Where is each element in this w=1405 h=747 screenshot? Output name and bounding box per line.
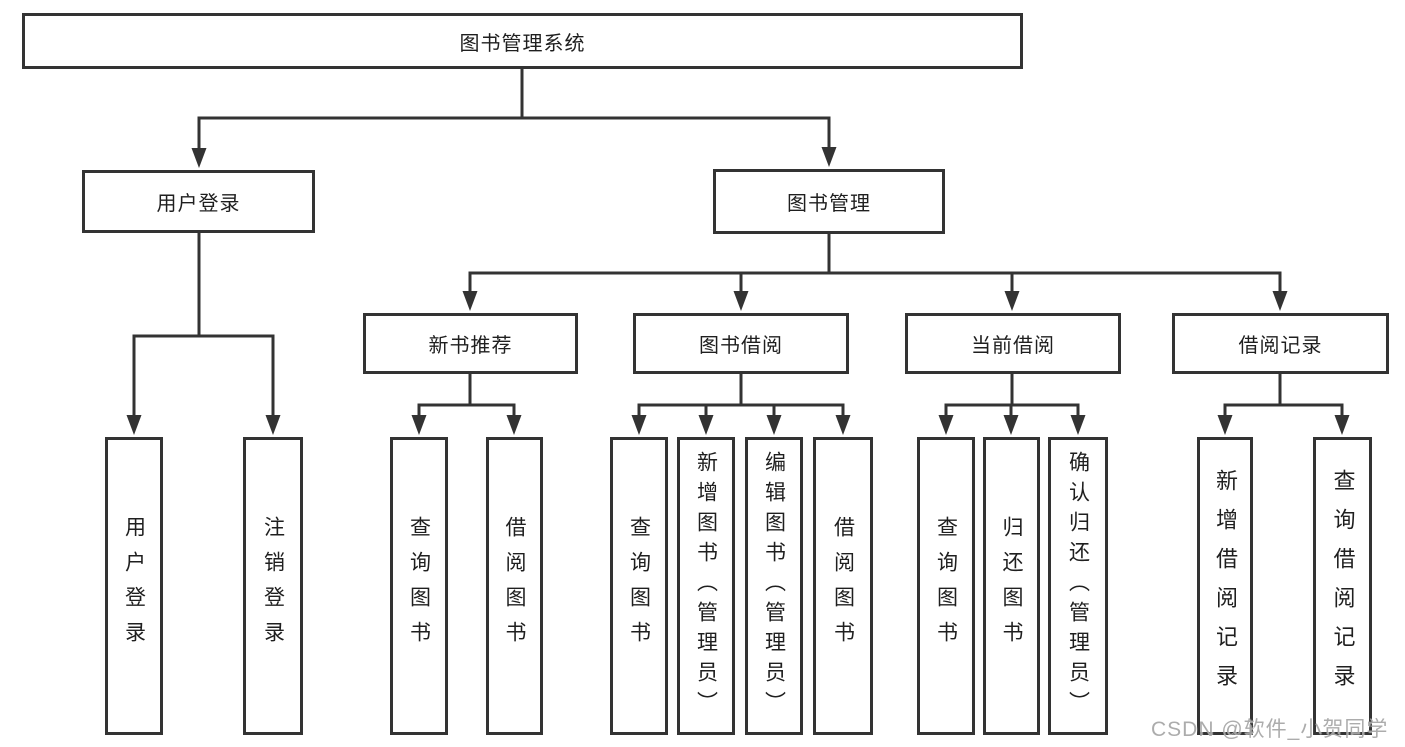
arrowhead [1070,415,1086,435]
node-label: 图书借阅 [699,335,783,357]
arrowhead [1004,291,1020,311]
arrowhead [265,415,281,435]
node-label: 编辑图书（管理员） [762,451,786,721]
arrowhead [631,415,647,435]
leaf-records-add: 新增借阅记录 [1197,437,1253,735]
arrowhead [506,415,522,435]
arrowhead [462,291,478,311]
leaf-newbook-query: 查询图书 [390,437,448,735]
node-borrow-records: 借阅记录 [1172,313,1389,374]
node-label: 图书管理系统 [459,32,586,55]
node-label: 图书管理 [787,193,871,215]
node-label: 归还图书 [1000,516,1023,656]
node-label: 查询借阅记录 [1330,469,1356,703]
arrowhead [1272,291,1288,311]
connector-borrow-records-split [1223,374,1344,418]
arrowhead [938,415,954,435]
node-library-system: 图书管理系统 [22,13,1023,69]
leaf-records-query: 查询借阅记录 [1313,437,1372,735]
connector-new-book-split [417,374,516,418]
node-label: 新增借阅记录 [1213,469,1238,703]
arrowhead [821,147,837,167]
connector-user-login-split [132,233,275,418]
node-user-login-group: 用户登录 [82,170,315,233]
connector-book-borrow-split [637,374,845,418]
node-label: 查询图书 [407,516,431,656]
leaf-borrow-edit-admin: 编辑图书（管理员） [745,437,803,735]
leaf-current-confirm-admin: 确认归还（管理员） [1048,437,1108,735]
leaf-logout: 注销登录 [243,437,303,735]
node-book-borrow: 图书借阅 [633,313,849,374]
leaf-newbook-borrow: 借阅图书 [486,437,543,735]
node-label: 当前借阅 [971,335,1055,357]
node-label: 借阅图书 [831,516,855,656]
arrowhead [766,415,782,435]
leaf-borrow-add-admin: 新增图书（管理员） [677,437,735,735]
node-label: 借阅记录 [1238,335,1323,357]
node-label: 确认归还（管理员） [1066,451,1090,721]
node-book-management: 图书管理 [713,169,945,234]
node-label: 新增图书（管理员） [694,451,718,721]
node-label: 用户登录 [122,516,146,656]
arrowhead [835,415,851,435]
leaf-user-login: 用户登录 [105,437,163,735]
csdn-watermark: CSDN @软件_小贺同学 [1151,718,1389,741]
leaf-borrow-query: 查询图书 [610,437,668,735]
leaf-current-query: 查询图书 [917,437,975,735]
arrowhead [411,415,427,435]
node-label: 用户登录 [156,193,241,215]
node-label: 查询图书 [934,516,958,656]
arrowhead [1334,415,1350,435]
node-label: 新书推荐 [428,335,513,357]
node-label: 借阅图书 [503,516,526,656]
arrowhead [1003,415,1019,435]
node-label: 查询图书 [627,516,651,656]
node-new-book-recommend: 新书推荐 [363,313,578,374]
connector-book-mgmt-split [468,234,1282,293]
arrowhead [1217,415,1233,435]
connector-current-borrow-split [944,374,1080,418]
arrowhead [733,291,749,311]
arrowhead [191,148,207,168]
node-label: 注销登录 [261,516,285,656]
leaf-borrow-book: 借阅图书 [813,437,873,735]
connector-root-split [197,69,831,150]
leaf-current-return: 归还图书 [983,437,1040,735]
arrowhead [126,415,142,435]
node-current-borrow: 当前借阅 [905,313,1121,374]
arrowhead [698,415,714,435]
